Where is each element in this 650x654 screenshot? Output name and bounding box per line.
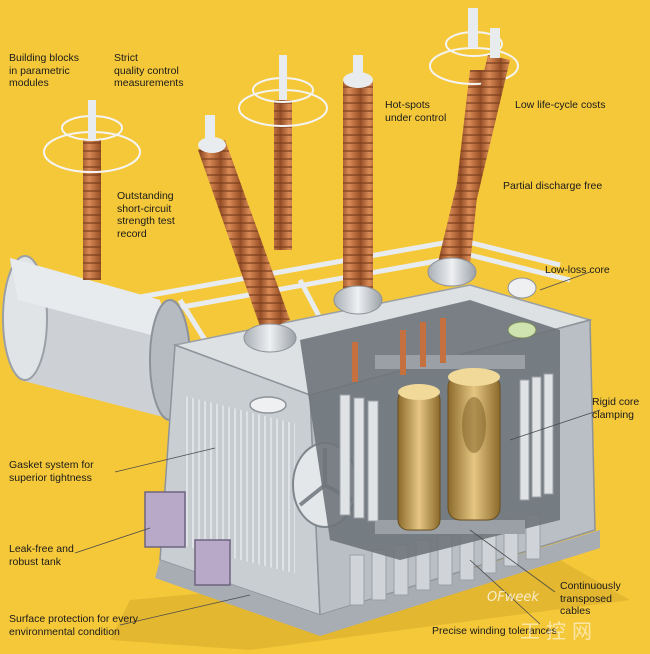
windings	[397, 368, 501, 531]
label-life-cycle: Low life-cycle costs	[515, 99, 606, 111]
label-quality-control: Strict quality control measurements	[114, 52, 184, 89]
bushing-left-low	[43, 100, 141, 280]
label-low-loss-core: Low-loss core	[545, 264, 610, 276]
label-winding: Precise winding tolerances	[432, 625, 557, 637]
watermark-brand: OFweek	[487, 590, 539, 605]
watermark-cn: 工控网	[520, 619, 598, 643]
label-short-circuit: Outstanding short-circuit strength test …	[117, 190, 175, 240]
label-surface: Surface protection for every environment…	[9, 613, 138, 638]
label-hot-spots: Hot-spots under control	[385, 99, 447, 124]
cutaway-interior	[300, 277, 560, 560]
label-leak-free: Leak-free and robust tank	[9, 543, 74, 568]
bushing-right-high	[427, 28, 510, 287]
conservator-tank	[2, 255, 210, 421]
label-transposed: Continuously transposed cables	[560, 580, 621, 617]
label-partial-discharge: Partial discharge free	[503, 180, 603, 192]
label-gasket: Gasket system for superior tightness	[9, 459, 94, 484]
bushing-mid-low	[238, 55, 328, 250]
winding-leads	[352, 318, 446, 382]
bushing-left-high	[198, 115, 297, 353]
label-rigid-core: Rigid core clamping	[592, 396, 640, 421]
bushing-center-high	[333, 55, 383, 315]
radiator-fins	[339, 373, 554, 522]
label-building-blocks: Building blocks in parametric modules	[9, 52, 80, 89]
leader-lines	[74, 271, 601, 626]
